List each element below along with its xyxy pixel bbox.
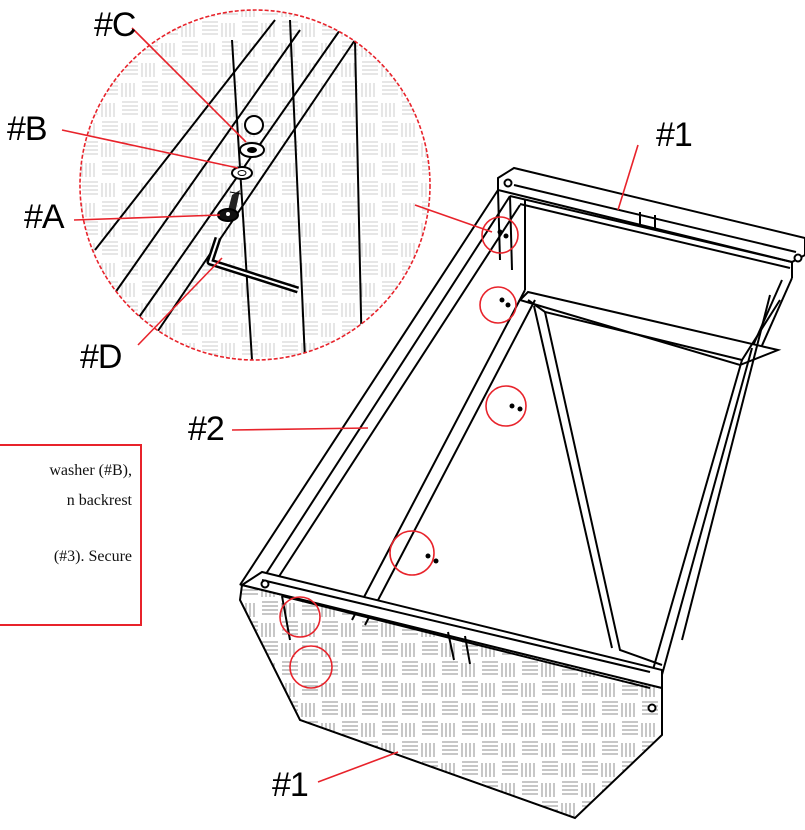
instruction-line-2: n backrest (66, 492, 132, 509)
bolt-icon (217, 190, 242, 222)
callout-part-d: #D (80, 338, 122, 376)
side-rail (239, 189, 536, 626)
instruction-line-3: (#3). Secure (53, 548, 132, 565)
detail-markers (279, 216, 527, 689)
instruction-line-1: washer (#B), (49, 462, 132, 479)
callout-part-1-bottom: #1 (272, 766, 309, 804)
frame-screws (425, 229, 523, 564)
leader-lines (61, 27, 639, 783)
front-rail (239, 570, 663, 713)
hex-key-icon (206, 236, 300, 294)
callout-part-c: #C (94, 6, 136, 44)
zoom-inset (79, 9, 431, 361)
callout-part-2: #2 (188, 410, 225, 448)
callout-part-b: #B (7, 110, 48, 148)
callout-part-1-top: #1 (656, 116, 693, 154)
callout-part-a: #A (24, 198, 65, 236)
inner-frame (518, 290, 782, 683)
instruction-box: washer (#B), n backrest (#3). Secure (0, 444, 142, 626)
